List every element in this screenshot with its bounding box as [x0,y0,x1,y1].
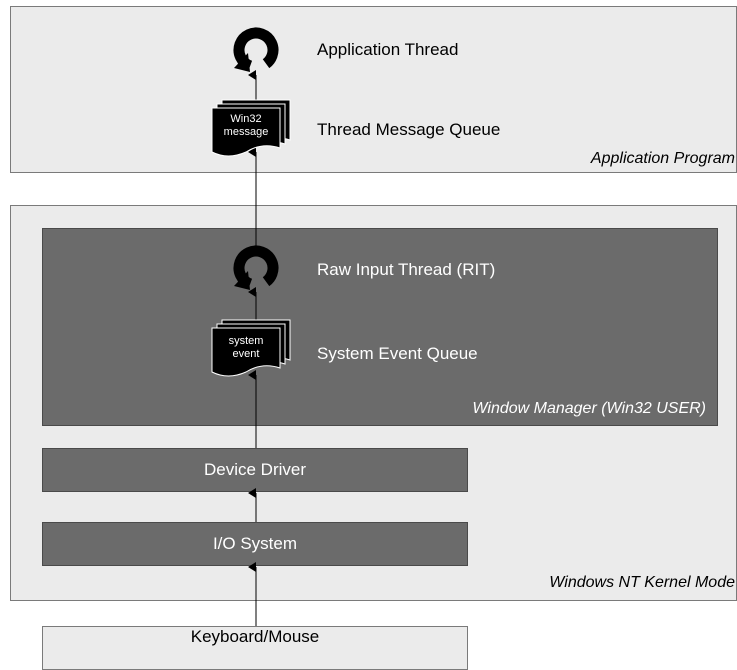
system-event-queue-label: System Event Queue [317,344,478,363]
message-line-1: Win32 [230,113,262,125]
application-thread-icon [233,27,279,73]
kernel-mode-label: Windows NT Kernel Mode [549,574,735,591]
application-thread-label: Application Thread [317,40,459,59]
device-driver-label: Device Driver [203,460,307,479]
application-program-label: Application Program [590,150,735,167]
thread-message-queue-label: Thread Message Queue [317,120,501,139]
device-driver-box: Device Driver [42,448,468,492]
system-event-queue-icon [211,319,291,377]
keyboard-mouse-label: Keyboard/Mouse [190,627,320,646]
win32-message-label: Win32 message [212,113,280,139]
window-manager-region [42,228,718,426]
raw-input-thread-label: Raw Input Thread (RIT) [317,260,496,279]
system-event-label: system event [212,335,280,361]
message-line-2: message [223,126,269,138]
window-manager-label: Window Manager (Win32 USER) [472,400,706,417]
event-line-1: system [228,335,264,347]
event-line-2: event [232,348,260,360]
thread-message-queue-icon [211,99,291,157]
io-system-label: I/O System [212,534,298,553]
application-program-region [10,6,737,173]
raw-input-thread-icon [233,245,279,291]
